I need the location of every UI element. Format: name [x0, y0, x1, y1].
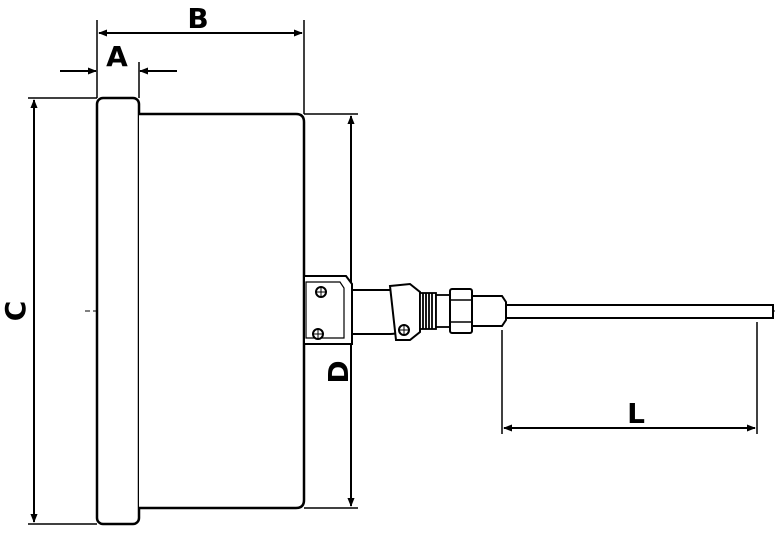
label-l: L — [627, 397, 645, 430]
gauge-case — [139, 112, 306, 510]
bezel-ring — [95, 96, 141, 526]
label-d: D — [322, 360, 355, 383]
probe-stem — [505, 304, 774, 319]
label-b: B — [187, 2, 208, 35]
hex-fitting — [449, 288, 507, 334]
knurled-nut — [419, 292, 451, 330]
label-c: C — [0, 301, 32, 322]
hinge-link — [351, 282, 421, 341]
label-a: A — [106, 40, 128, 73]
